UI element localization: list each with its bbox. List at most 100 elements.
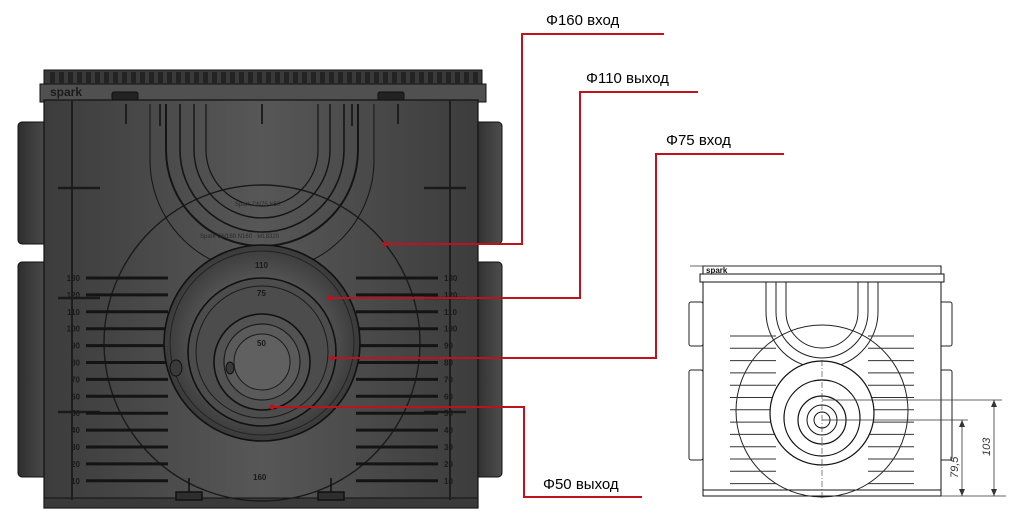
grate-slot [401,72,406,83]
grate-slot [158,72,163,83]
grate-slot [446,72,451,83]
dimension-103: 103 [981,437,993,456]
grate-slot [365,72,370,83]
grate-slot [122,72,127,83]
grate-slot [104,72,109,83]
label-inlet-75: Φ75 вход [666,132,731,149]
level-label-left: 60 [71,392,80,401]
outlet-50-core [233,333,291,391]
level-label-left: 50 [71,409,80,418]
main-view: spark [17,69,503,509]
small-view: spark [688,265,1006,500]
level-label-left: 120 [67,291,81,300]
callout-line-160 [385,33,664,245]
grate-slot [185,72,190,83]
level-label-left: 40 [71,426,80,435]
grate-slot [86,72,91,83]
level-label-left: 130 [67,274,81,283]
level-scale-lines [86,276,438,483]
dimension-lines [690,265,1006,497]
grate-slot [113,72,118,83]
grate-slot [167,72,172,83]
grate-slot [302,72,307,83]
slot-left [111,91,139,101]
grate-slot [419,72,424,83]
callout-line-110 [330,91,698,299]
grate-slot [140,72,145,83]
grate-slot [221,72,226,83]
grate-slot [356,72,361,83]
level-label-right: 70 [444,375,453,384]
grate-slot [203,72,208,83]
level-label-right: 80 [444,359,453,368]
grate-slot [248,72,253,83]
grate-slot [95,72,100,83]
grate-slot [428,72,433,83]
level-label-right: 10 [444,477,453,486]
outlet-110-inner [169,250,355,436]
top-rim [39,83,487,103]
small-top-rim [699,273,945,283]
ring-label-50: 50 [257,339,266,348]
ring-nub-left [169,359,183,377]
grate-slot [194,72,199,83]
grate-slot [239,72,244,83]
grate-slot [464,72,469,83]
ring-label-75: 75 [257,289,266,298]
grate-slot [275,72,280,83]
grate-slot [455,72,460,83]
vertical-ribs [71,100,451,500]
level-label-right: 40 [444,426,453,435]
level-label-right: 90 [444,342,453,351]
inlet-75-inner [195,285,329,419]
grate-slot [284,72,289,83]
small-brand-logo: spark [706,266,728,275]
level-label-right: 50 [444,409,453,418]
grate-slot [176,72,181,83]
brand-logo: spark [50,85,82,99]
ring-label-160: 160 [253,473,267,482]
grate-slot [437,72,442,83]
level-label-right: 30 [444,443,453,452]
level-label-right: 60 [444,392,453,401]
level-label-right: 130 [444,274,458,283]
level-label-left: 110 [67,308,80,317]
level-label-left: 10 [71,477,80,486]
bottom-feet [175,478,345,501]
grate-slot [131,72,136,83]
label-inlet-160: Φ160 вход [546,12,619,29]
label-outlet-50: Φ50 выход [543,476,619,493]
dimension-79-5: 79,5 [949,456,961,478]
grate-pattern [50,72,478,83]
level-label-right: 110 [444,308,457,317]
box-bottom [43,497,479,509]
ring-label-110: 110 [255,261,268,270]
grate-slot [320,72,325,83]
label-outlet-110: Φ110 выход [586,70,669,87]
level-label-right: 120 [444,291,458,300]
inlet-160-outline [103,184,421,502]
small-top-grate [702,265,942,275]
grate-slot [230,72,235,83]
grate-slot [77,72,82,83]
callout-dots [269,241,388,410]
callouts [272,33,784,498]
grate-slot [50,72,55,83]
callout-line-75 [332,153,784,359]
level-label-right: 100 [444,325,458,334]
inlet-marking-1: Spark DN75 N50 [235,202,281,208]
grate-slot [329,72,334,83]
grate-slot [293,72,298,83]
dimension-arrows [959,400,997,496]
grate-slot [338,72,343,83]
level-label-right: 20 [444,460,453,469]
grate-slot [257,72,262,83]
grate-slot [410,72,415,83]
level-label-left: 100 [67,325,81,334]
grate-slot [68,72,73,83]
ring-nub-right [225,361,235,375]
small-left-upper-port [688,301,704,347]
grate-slot [347,72,352,83]
